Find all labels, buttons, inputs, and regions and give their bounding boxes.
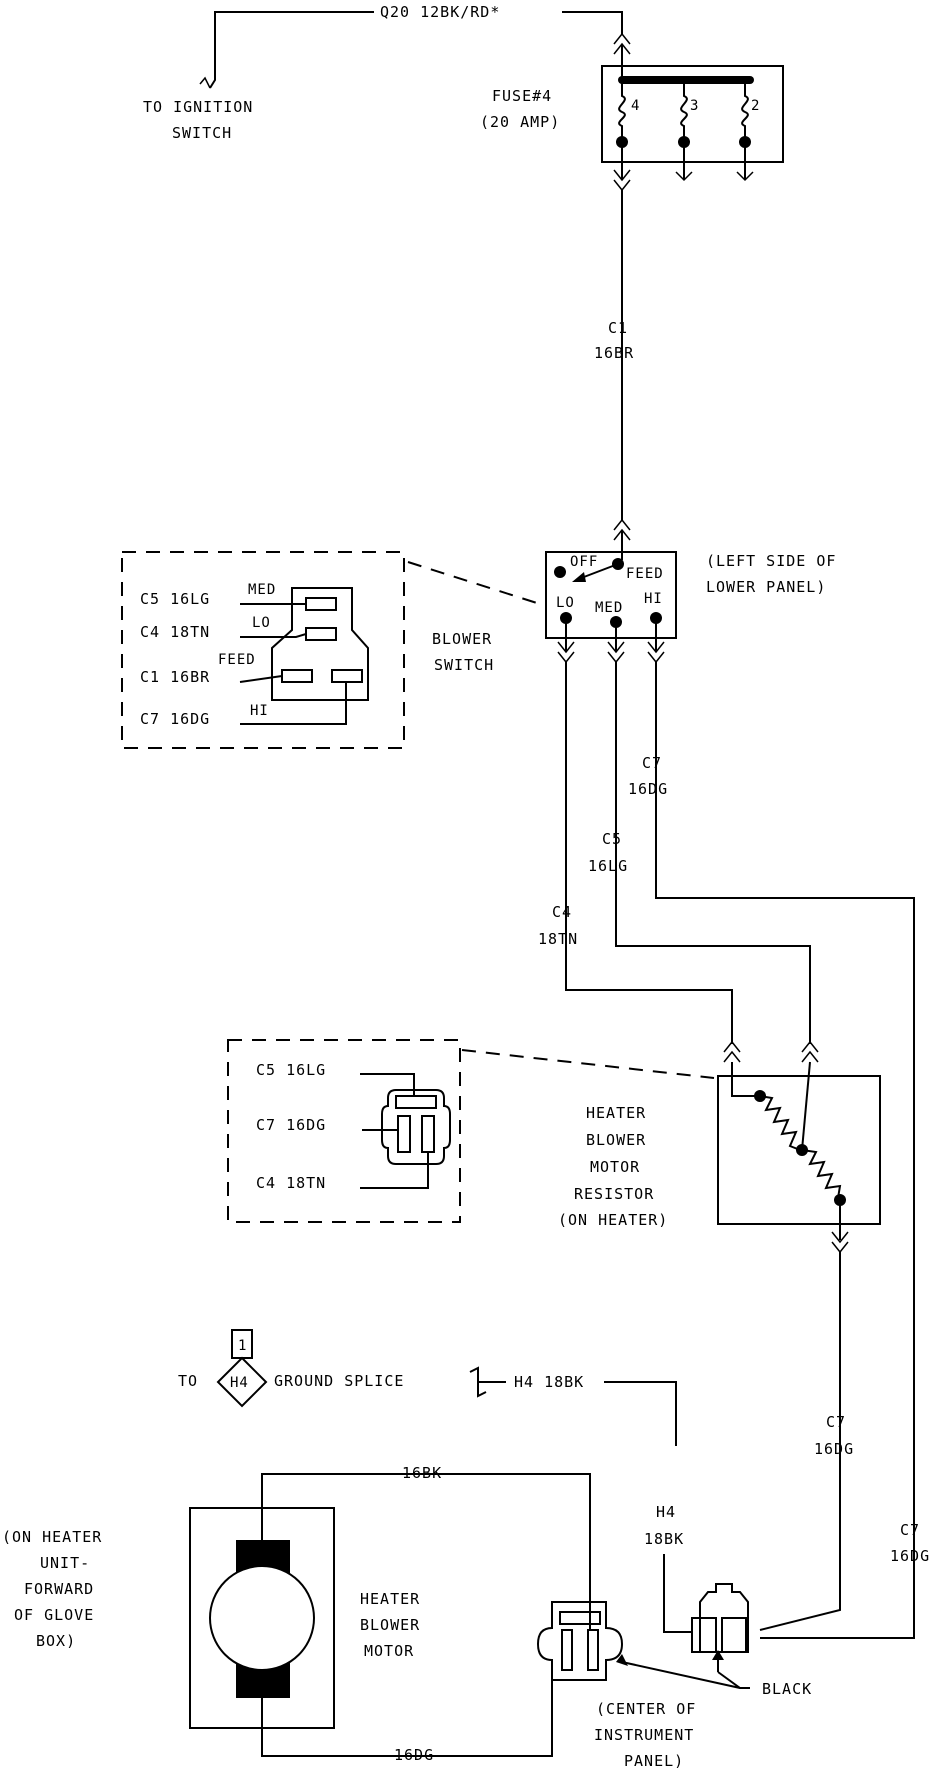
motor-wire-top-label: 16BK xyxy=(402,1464,442,1482)
motor-location-5: BOX) xyxy=(36,1632,76,1650)
switch-inset-wire-c1: C1 16BR xyxy=(140,668,210,686)
resistor-inset-wire-c4: C4 18TN xyxy=(256,1174,326,1192)
switch-location-1: (LEFT SIDE OF xyxy=(706,552,836,570)
blower-switch: OFF FEED LO MED HI xyxy=(545,551,677,639)
ignition-feed: Q20 12BK/RD* TO IGNITION SWITCH xyxy=(143,3,623,142)
switch-off-label: OFF xyxy=(570,554,598,570)
blower-switch-inset: C5 16LG C4 18TN C1 16BR C7 16DG MED LO F… xyxy=(121,551,541,749)
wire-c7-upper-code: C7 xyxy=(642,754,662,772)
switch-inset-wire-c4: C4 18TN xyxy=(140,623,210,641)
wire-c5-gauge: 16LG xyxy=(588,857,628,875)
wire-c1-code: C1 xyxy=(608,319,628,337)
switch-inset-term-feed: FEED xyxy=(218,652,256,668)
switch-hi-label: HI xyxy=(644,591,663,607)
ground-to-label: TO xyxy=(178,1372,198,1390)
heater-blower-motor xyxy=(189,1473,591,1757)
heater-blower-motor-resistor xyxy=(717,1061,881,1254)
switch-inset-wire-c7: C7 16DG xyxy=(140,710,210,728)
wire-c4-gauge: 18TN xyxy=(538,930,578,948)
fuse-terminal-3: 3 xyxy=(690,98,699,114)
fuse-output-connectors xyxy=(613,142,754,192)
fuse-label-2: (20 AMP) xyxy=(480,113,560,131)
resistor-inset-wire-c7: C7 16DG xyxy=(256,1116,326,1134)
fuse-terminal-4: 4 xyxy=(631,98,640,114)
ignition-wire-label: Q20 12BK/RD* xyxy=(380,3,500,21)
black-connector: BLACK xyxy=(691,1583,812,1698)
motor-location-2: UNIT- xyxy=(40,1554,90,1572)
ignition-switch-label-1: TO IGNITION xyxy=(143,98,253,116)
switch-inset-term-hi: HI xyxy=(250,703,269,719)
motor-name-3: MOTOR xyxy=(364,1642,414,1660)
wire-c7-lower-gauge: 16DG xyxy=(814,1440,854,1458)
switch-lo-label: LO xyxy=(556,595,575,611)
wire-c7-upper-gauge: 16DG xyxy=(628,780,668,798)
wire-c7-lower: C7 16DG xyxy=(759,1252,854,1631)
motor-location-4: OF GLOVE xyxy=(14,1606,94,1624)
switch-med-label: MED xyxy=(595,600,623,616)
ground-splice: TO 1 H4 GROUND SPLICE H4 18BK xyxy=(178,1329,677,1446)
fuse-label-1: FUSE#4 xyxy=(492,87,552,105)
resistor-name-1: HEATER xyxy=(586,1104,646,1122)
blower-switch-input-connector xyxy=(613,518,631,560)
motor-location-3: FORWARD xyxy=(24,1580,94,1598)
ground-splice-label: GROUND SPLICE xyxy=(274,1372,404,1390)
fuse-input-connector xyxy=(613,32,631,80)
resistor-inset-wire-c5: C5 16LG xyxy=(256,1061,326,1079)
switch-feed-label: FEED xyxy=(626,566,664,582)
motor-name-2: BLOWER xyxy=(360,1616,420,1634)
wire-h4-gauge: 18BK xyxy=(644,1530,684,1548)
wire-c1-gauge: 16BR xyxy=(594,344,634,362)
resistor-name-3: MOTOR xyxy=(590,1158,640,1176)
motor-name-1: HEATER xyxy=(360,1590,420,1608)
ground-wire-label: H4 18BK xyxy=(514,1373,584,1391)
ground-splice-id: H4 xyxy=(230,1375,249,1391)
fuse-terminal-2: 2 xyxy=(751,98,760,114)
resistor-input-connectors xyxy=(723,1040,819,1063)
wire-c4-code: C4 xyxy=(552,903,572,921)
wire-h4: H4 18BK xyxy=(644,1503,692,1633)
connector-color-label: BLACK xyxy=(762,1680,812,1698)
connector-location-2: INSTRUMENT xyxy=(594,1726,694,1744)
ground-splice-pin: 1 xyxy=(238,1338,247,1354)
motor-location-1: (ON HEATER xyxy=(2,1528,102,1546)
motor-connector xyxy=(536,1601,741,1689)
wire-c7-right-gauge: 16DG xyxy=(890,1547,930,1565)
wire-c7-upper: C7 16DG xyxy=(628,662,915,1639)
switch-name-2: SWITCH xyxy=(434,656,494,674)
wire-c5: C5 16LG xyxy=(588,662,811,1044)
wire-c4: C4 18TN xyxy=(538,662,733,1044)
motor-wire-bottom-label: 16DG xyxy=(394,1746,434,1764)
connector-location-3: PANEL) xyxy=(624,1752,684,1770)
wire-c7-right-code: C7 xyxy=(900,1521,920,1539)
switch-name-1: BLOWER xyxy=(432,630,492,648)
fuse-block: 4 3 2 xyxy=(601,65,784,163)
resistor-inset: C5 16LG C7 16DG C4 18TN xyxy=(227,1039,715,1223)
switch-inset-wire-c5: C5 16LG xyxy=(140,590,210,608)
switch-inset-term-lo: LO xyxy=(252,615,271,631)
wire-c7-lower-code: C7 xyxy=(826,1413,846,1431)
wire-h4-code: H4 xyxy=(656,1503,676,1521)
resistor-name-4: RESISTOR xyxy=(574,1185,654,1203)
switch-location-2: LOWER PANEL) xyxy=(706,578,826,596)
resistor-name-5: (ON HEATER) xyxy=(558,1211,668,1229)
switch-output-connectors xyxy=(557,618,665,664)
wire-c1: C1 16BR xyxy=(594,190,634,520)
connector-location-1: (CENTER OF xyxy=(596,1700,696,1718)
switch-inset-term-med: MED xyxy=(248,582,276,598)
resistor-name-2: BLOWER xyxy=(586,1131,646,1149)
wire-c5-code: C5 xyxy=(602,830,622,848)
ignition-switch-label-2: SWITCH xyxy=(172,124,232,142)
